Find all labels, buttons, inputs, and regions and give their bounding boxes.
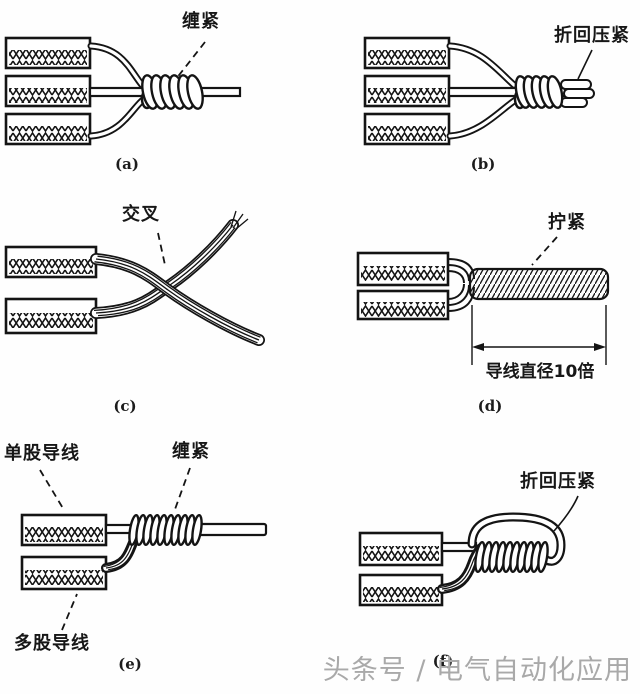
panel-caption: (b): [470, 155, 496, 173]
leader-line: [61, 593, 78, 631]
cable: [20, 513, 108, 547]
panel-a-artwork: [4, 36, 242, 146]
cable: [358, 573, 444, 607]
panel-b: 折回压紧 (b): [320, 0, 640, 185]
twist-label: 拧紧: [548, 212, 586, 233]
panel-f: 折回压紧 (f): [320, 430, 640, 694]
cable: [4, 297, 98, 335]
dimension-label: 导线直径10倍: [485, 362, 595, 382]
panel-caption: (c): [113, 397, 137, 415]
panel-f-artwork: [358, 495, 579, 607]
panel-a: 缠紧 (a): [0, 0, 320, 185]
panel-caption: (d): [477, 397, 503, 415]
cable: [4, 112, 92, 146]
single-strand-label: 单股导线: [4, 443, 80, 464]
dimension-arrow: [471, 305, 607, 365]
wrap-coil: [513, 75, 564, 110]
panel-c-artwork: [4, 210, 265, 346]
panel-c: 交叉 (c): [0, 185, 320, 430]
fold-label: 折回压紧: [520, 471, 596, 492]
folded-tip: [560, 79, 595, 108]
leader-line: [157, 232, 166, 266]
cable: [363, 36, 451, 70]
cable: [363, 74, 451, 108]
leader-line: [175, 41, 206, 80]
branch-wire: [87, 95, 148, 140]
leader-line: [39, 469, 65, 511]
wrap-coil: [474, 540, 549, 574]
panel-d-artwork: [356, 236, 610, 365]
leader-line: [553, 495, 579, 532]
cable: [4, 245, 98, 279]
twisted-rod: [468, 267, 610, 301]
multi-strand-label: 多股导线: [14, 633, 90, 654]
cable: [363, 112, 451, 146]
cable: [358, 531, 444, 567]
panel-e-artwork: [20, 467, 268, 631]
cable: [4, 74, 92, 108]
wrap-coil: [140, 74, 204, 110]
cable: [20, 555, 108, 591]
panel-d: 拧紧 导线直径10倍 (d): [320, 185, 640, 430]
branch-wire: [446, 42, 518, 89]
cross-label: 交叉: [122, 204, 160, 225]
cable: [356, 289, 450, 321]
panel-caption: (a): [115, 155, 139, 173]
strand-bundle: [90, 253, 265, 346]
cable: [4, 36, 92, 70]
wrap-label: 缠紧: [172, 441, 210, 462]
folded-hood: [467, 512, 566, 566]
panel-caption: (f): [432, 652, 454, 670]
leader-line: [531, 236, 558, 266]
panel-caption: (e): [118, 655, 142, 673]
leader-line: [173, 467, 191, 513]
panel-b-artwork: [363, 36, 595, 146]
branch-wire: [446, 95, 521, 140]
wrap-label: 缠紧: [182, 11, 220, 32]
leader-line: [577, 49, 593, 80]
wrap-coil: [128, 513, 203, 547]
panel-e: 单股导线 缠紧 多股导线 (e): [0, 430, 320, 694]
branch-wire: [87, 42, 146, 89]
fold-label: 折回压紧: [554, 25, 630, 46]
watermark-text: 头条号 / 电气自动化应用: [322, 655, 632, 686]
cable: [356, 251, 450, 287]
